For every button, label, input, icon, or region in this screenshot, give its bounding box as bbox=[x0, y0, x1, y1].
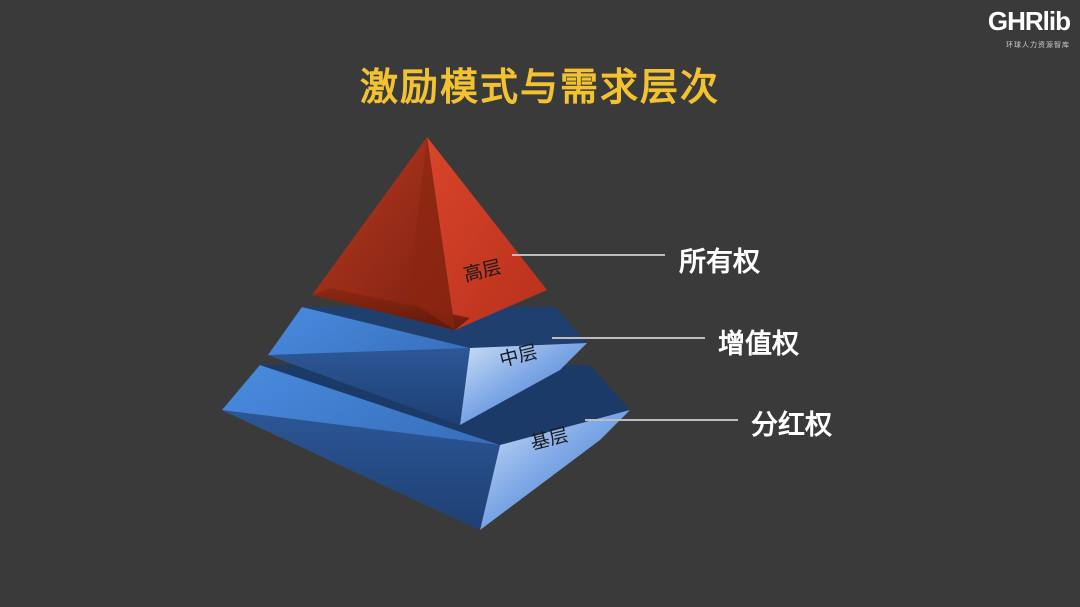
middle-right-face bbox=[460, 343, 587, 425]
label-appreciation-right: 增值权 bbox=[718, 329, 799, 360]
base-front-face bbox=[222, 410, 500, 530]
top-shade-face bbox=[408, 137, 455, 330]
ghrlib-logo: GHRlib 环球人力资源智库 bbox=[988, 6, 1072, 56]
top-right-face bbox=[427, 137, 547, 330]
pyramid-tier-middle: 中层 bbox=[268, 307, 587, 425]
middle-top-face bbox=[302, 307, 587, 348]
pyramid-tier-base: 基层 bbox=[222, 365, 630, 530]
base-right-face bbox=[480, 410, 630, 530]
middle-front-face bbox=[268, 348, 470, 425]
pyramid-tier-top: 高层 bbox=[312, 137, 547, 330]
logo-text: GHRlib bbox=[987, 6, 1071, 36]
slide-title: 激励模式与需求层次 bbox=[359, 65, 720, 109]
top-front-face bbox=[312, 288, 470, 330]
label-dividend-right: 分红权 bbox=[751, 410, 832, 441]
label-ownership: 所有权 bbox=[679, 247, 760, 278]
logo-subtitle: 环球人力资源智库 bbox=[1006, 41, 1070, 49]
